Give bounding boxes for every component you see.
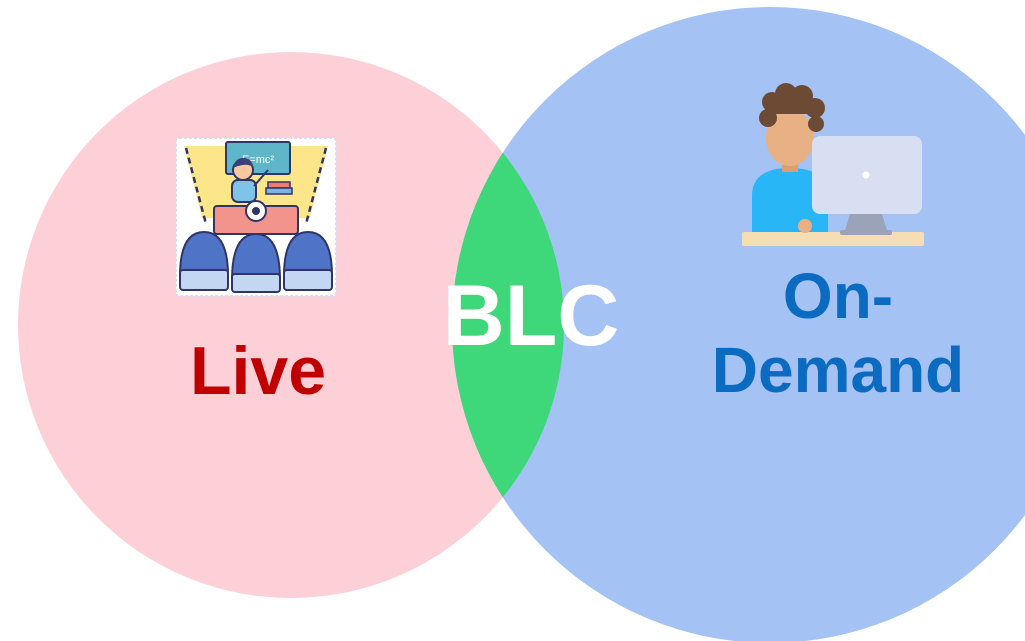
on-demand-label-line1: On- (783, 260, 893, 332)
left-circle-live (18, 52, 564, 598)
live-classroom-icon: E=mc² (175, 137, 337, 297)
live-label: Live (190, 333, 326, 409)
student-computer-icon (742, 83, 924, 246)
on-demand-label-line2: Demand (712, 334, 965, 406)
blc-label: BLC (443, 268, 620, 364)
